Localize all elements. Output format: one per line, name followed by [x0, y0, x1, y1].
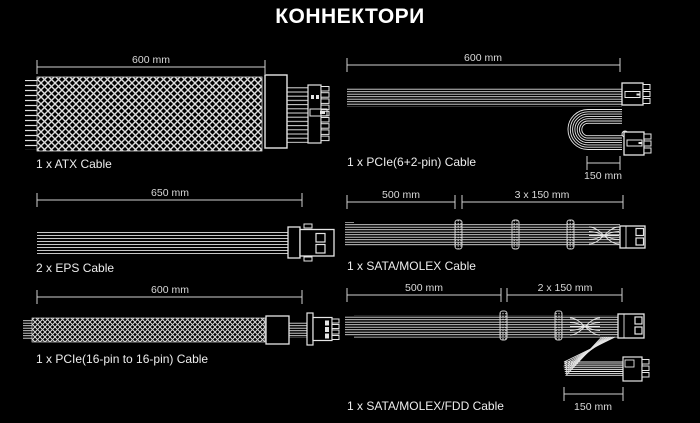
eps-measure-text: 650 mm [151, 187, 189, 199]
fdd-wire-twist [569, 317, 601, 336]
fdd-connector [622, 356, 650, 382]
sata-molex-frayed-wires [345, 222, 354, 246]
pcie16-connector [265, 312, 340, 346]
fdd-measure2-text: 2 x 150 mm [538, 282, 593, 294]
sata-molex-measurement-3x150 [461, 195, 624, 209]
eps-8pin-connector [287, 223, 335, 262]
fdd-measurement-150 [563, 387, 624, 401]
fdd-cable-bend [563, 336, 623, 376]
sata-molex-ribbon-cable [354, 224, 620, 247]
eps-ribbon-cable [37, 230, 289, 254]
sata-molex-cable-label: 1 x SATA/MOLEX Cable [347, 259, 476, 273]
sata-molex-wire-twist [588, 226, 620, 245]
atx-measure-text: 600 mm [132, 54, 170, 66]
fdd-measurement-2x150 [506, 288, 623, 302]
sata-molex-cable-figure: 500 mm 3 x 150 mm [345, 189, 646, 250]
pcie16-measure-text: 600 mm [151, 284, 189, 296]
fdd-measure3-text: 150 mm [574, 401, 612, 413]
fdd-ribbon-cable [354, 315, 618, 338]
atx-cable-label: 1 x ATX Cable [36, 157, 112, 171]
eps-cable-figure: 650 mm [36, 187, 335, 262]
pcie16-cable-figure: 600 mm [23, 284, 340, 346]
atx-cable-figure: 600 mm [25, 54, 330, 152]
pcie62-cable-loop [567, 109, 622, 150]
pcie16-braided-sleeve [31, 317, 266, 343]
pcie62-connector-bottom [621, 130, 652, 156]
pcie62-measurement [346, 58, 621, 72]
eps-cable-label: 2 x EPS Cable [36, 261, 115, 275]
pcie16-frayed-wires [23, 320, 32, 340]
sata-molex-measurement-500 [346, 195, 456, 209]
page-title: КОННЕКТОРИ [275, 5, 425, 28]
atx-frayed-wires [25, 80, 37, 150]
fdd-sata-connectors [499, 310, 563, 341]
sata-molex-measure2-text: 3 x 150 mm [515, 189, 570, 201]
pcie62-measurement-150 [586, 156, 621, 170]
eps-measurement [36, 193, 303, 207]
sata-molex-measure-text: 500 mm [382, 189, 420, 201]
pcie16-measurement [36, 290, 303, 304]
atx-24pin-connector [264, 74, 330, 149]
pcie16-cable-label: 1 x PCIe(16-pin to 16-pin) Cable [36, 352, 209, 366]
pcie62-connector-top [621, 82, 651, 106]
sata-molex-fdd-cable-figure: 500 mm 2 x 150 mm [345, 282, 650, 413]
pcie62-cable-figure: 600 mm [346, 52, 652, 182]
pcie62-cable-label: 1 x PCIe(6+2-pin) Cable [347, 155, 477, 169]
pcie62-measure2-text: 150 mm [584, 170, 622, 182]
atx-braided-sleeve [36, 76, 263, 152]
fdd-measurement-500 [346, 288, 502, 302]
fdd-molex-connector [617, 313, 645, 339]
molex-connector [619, 225, 646, 249]
sata-connectors [454, 219, 575, 250]
fdd-frayed-wires [345, 316, 354, 336]
fdd-measure-text: 500 mm [405, 282, 443, 294]
pcie62-measure-text: 600 mm [464, 52, 502, 64]
pcie62-ribbon-cable [347, 88, 622, 107]
fdd-cable-label: 1 x SATA/MOLEX/FDD Cable [347, 399, 504, 413]
atx-measurement [36, 60, 266, 74]
